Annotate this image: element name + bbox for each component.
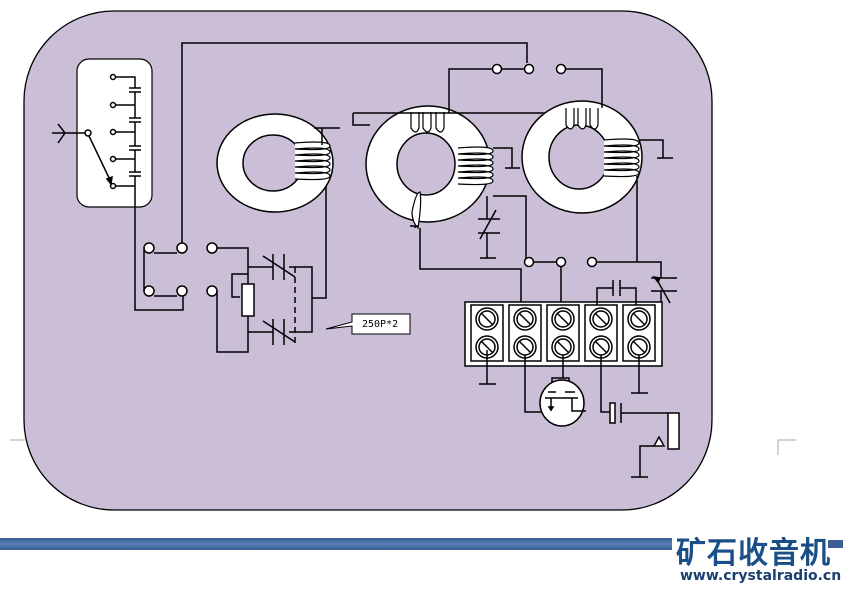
- variable-capacitor[interactable]: [640, 275, 677, 322]
- potentiometer[interactable]: [241, 283, 255, 317]
- fet-transistor: [539, 379, 586, 427]
- corner-mark: [777, 439, 796, 455]
- tap-contacts: [84, 73, 117, 190]
- terminal-screws: [475, 307, 651, 359]
- capacitor-callout: [325, 313, 411, 335]
- dpdt-switch-left[interactable]: [143, 242, 218, 297]
- brand-url[interactable]: www.crystalradio.cn: [680, 568, 842, 584]
- footer-bar-tail: [828, 540, 843, 548]
- switch-middle[interactable]: [523, 256, 598, 268]
- tap-selector-arrow: [88, 135, 112, 183]
- footer-bar: [0, 538, 672, 550]
- toroid-coil-3: [521, 100, 673, 214]
- antenna-icon: [52, 123, 87, 144]
- tap-wiring: [116, 76, 141, 187]
- trimmer-capacitor[interactable]: [478, 196, 500, 259]
- toroid-coil-1: [216, 113, 340, 213]
- fixed-capacitor: [596, 280, 637, 305]
- brand-logo: 矿石收音机: [676, 536, 831, 571]
- earphone-jack[interactable]: [631, 412, 680, 478]
- capacitor-value-label: 250P*2: [362, 319, 398, 330]
- toroid-coil-2: [352, 105, 610, 230]
- dual-variable-capacitor[interactable]: [262, 254, 296, 345]
- coupling-capacitor: [609, 402, 668, 424]
- switch-top[interactable]: [491, 63, 567, 75]
